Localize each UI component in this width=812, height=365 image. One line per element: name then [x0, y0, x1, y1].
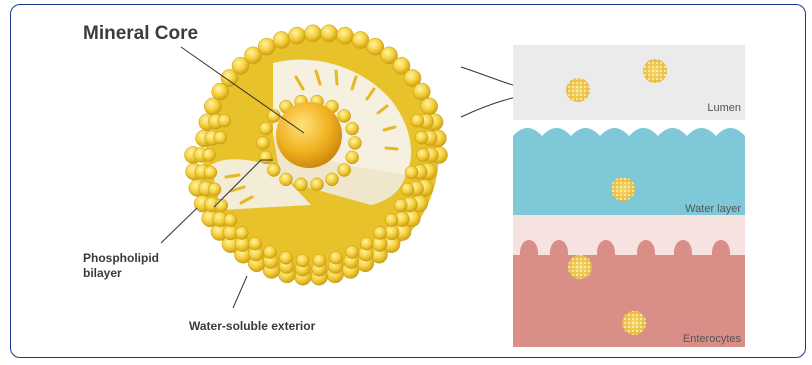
particle-lumen-2: [643, 59, 667, 83]
phospholipid-bilayer-label: Phospholipid bilayer: [83, 251, 173, 281]
particle-enterocyte: [622, 311, 646, 335]
particle-water: [611, 177, 635, 201]
diagram-svg: [11, 5, 806, 358]
water-layer-label: Water layer: [685, 203, 741, 215]
water-soluble-exterior-label: Water-soluble exterior: [189, 319, 315, 333]
lumen-label: Lumen: [707, 102, 741, 114]
diagram-frame: Mineral Core Phospholipid bilayer Water-…: [10, 4, 806, 358]
mineral-core-sphere: [276, 102, 342, 168]
water-layer-zone: [513, 128, 745, 215]
particle-lumen-1: [566, 78, 590, 102]
exterior-pointer: [233, 276, 247, 308]
phospholipid-label-line2: bilayer: [83, 266, 122, 280]
bilayer-pointer: [161, 208, 197, 243]
enterocytes-label: Enterocytes: [683, 333, 741, 345]
mineral-core-label: Mineral Core: [83, 23, 198, 45]
particle-villus: [568, 255, 592, 279]
phospholipid-label-line1: Phospholipid: [83, 251, 159, 265]
